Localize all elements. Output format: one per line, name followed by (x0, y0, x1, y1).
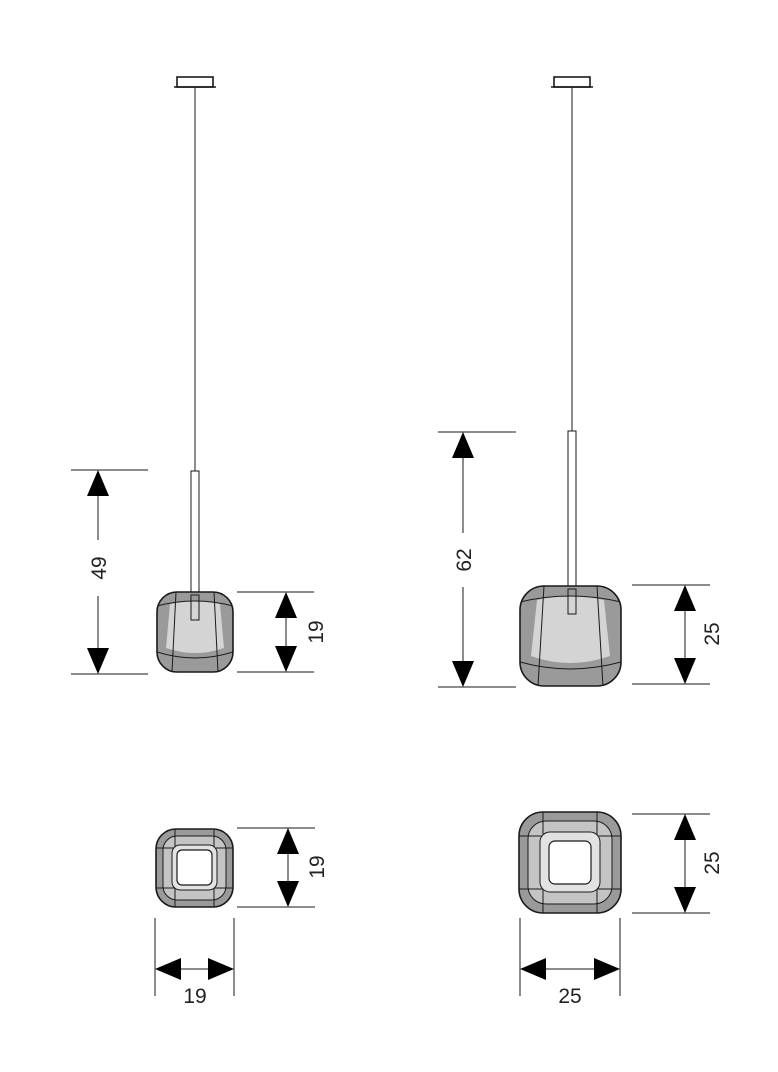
large-total-height-dimension: 62 (438, 431, 516, 688)
arrow-up-icon (277, 828, 299, 854)
large-glass-shade-icon (519, 585, 622, 687)
large-top-depth-label: 25 (701, 851, 724, 874)
small-lamp-side-view (156, 76, 234, 673)
arrow-down-icon (674, 887, 696, 913)
small-top-depth-dimension: 19 (237, 827, 329, 908)
small-shade-height-label: 19 (305, 620, 328, 643)
arrow-up-icon (275, 592, 297, 618)
arrow-down-icon (674, 658, 696, 684)
arrow-up-icon (452, 432, 474, 458)
large-lamp-top-view (518, 811, 622, 914)
small-ceiling-canopy-icon (174, 76, 216, 88)
arrow-up-icon (674, 814, 696, 840)
small-lamp-top-view (155, 828, 234, 908)
small-total-height-dimension: 49 (71, 469, 148, 675)
large-stem-tube (567, 430, 577, 588)
arrow-up-icon (87, 470, 109, 496)
arrow-down-icon (87, 648, 109, 674)
large-total-height-label: 62 (453, 548, 476, 571)
large-top-width-label: 25 (558, 985, 581, 1008)
small-total-height-label: 49 (88, 556, 111, 579)
large-shade-height-label: 25 (701, 622, 724, 645)
large-top-depth-dimension: 25 (632, 813, 724, 914)
small-shade-height-dimension: 19 (237, 591, 328, 673)
small-glass-shade-icon (156, 591, 234, 673)
small-top-width-dimension: 19 (154, 918, 235, 1008)
arrow-up-icon (674, 585, 696, 611)
large-top-width-dimension: 25 (519, 918, 621, 1008)
arrow-down-icon (275, 646, 297, 672)
small-top-depth-label: 19 (306, 855, 329, 878)
arrow-right-icon (208, 958, 234, 980)
large-shade-height-dimension: 25 (632, 584, 724, 685)
small-top-width-label: 19 (183, 985, 206, 1008)
arrow-left-icon (520, 958, 546, 980)
arrow-left-icon (155, 958, 181, 980)
arrow-down-icon (452, 661, 474, 687)
arrow-right-icon (594, 958, 620, 980)
small-stem-tube (190, 470, 200, 596)
large-ceiling-canopy-icon (551, 76, 593, 88)
large-lamp-side-view (519, 76, 622, 687)
arrow-down-icon (277, 881, 299, 907)
